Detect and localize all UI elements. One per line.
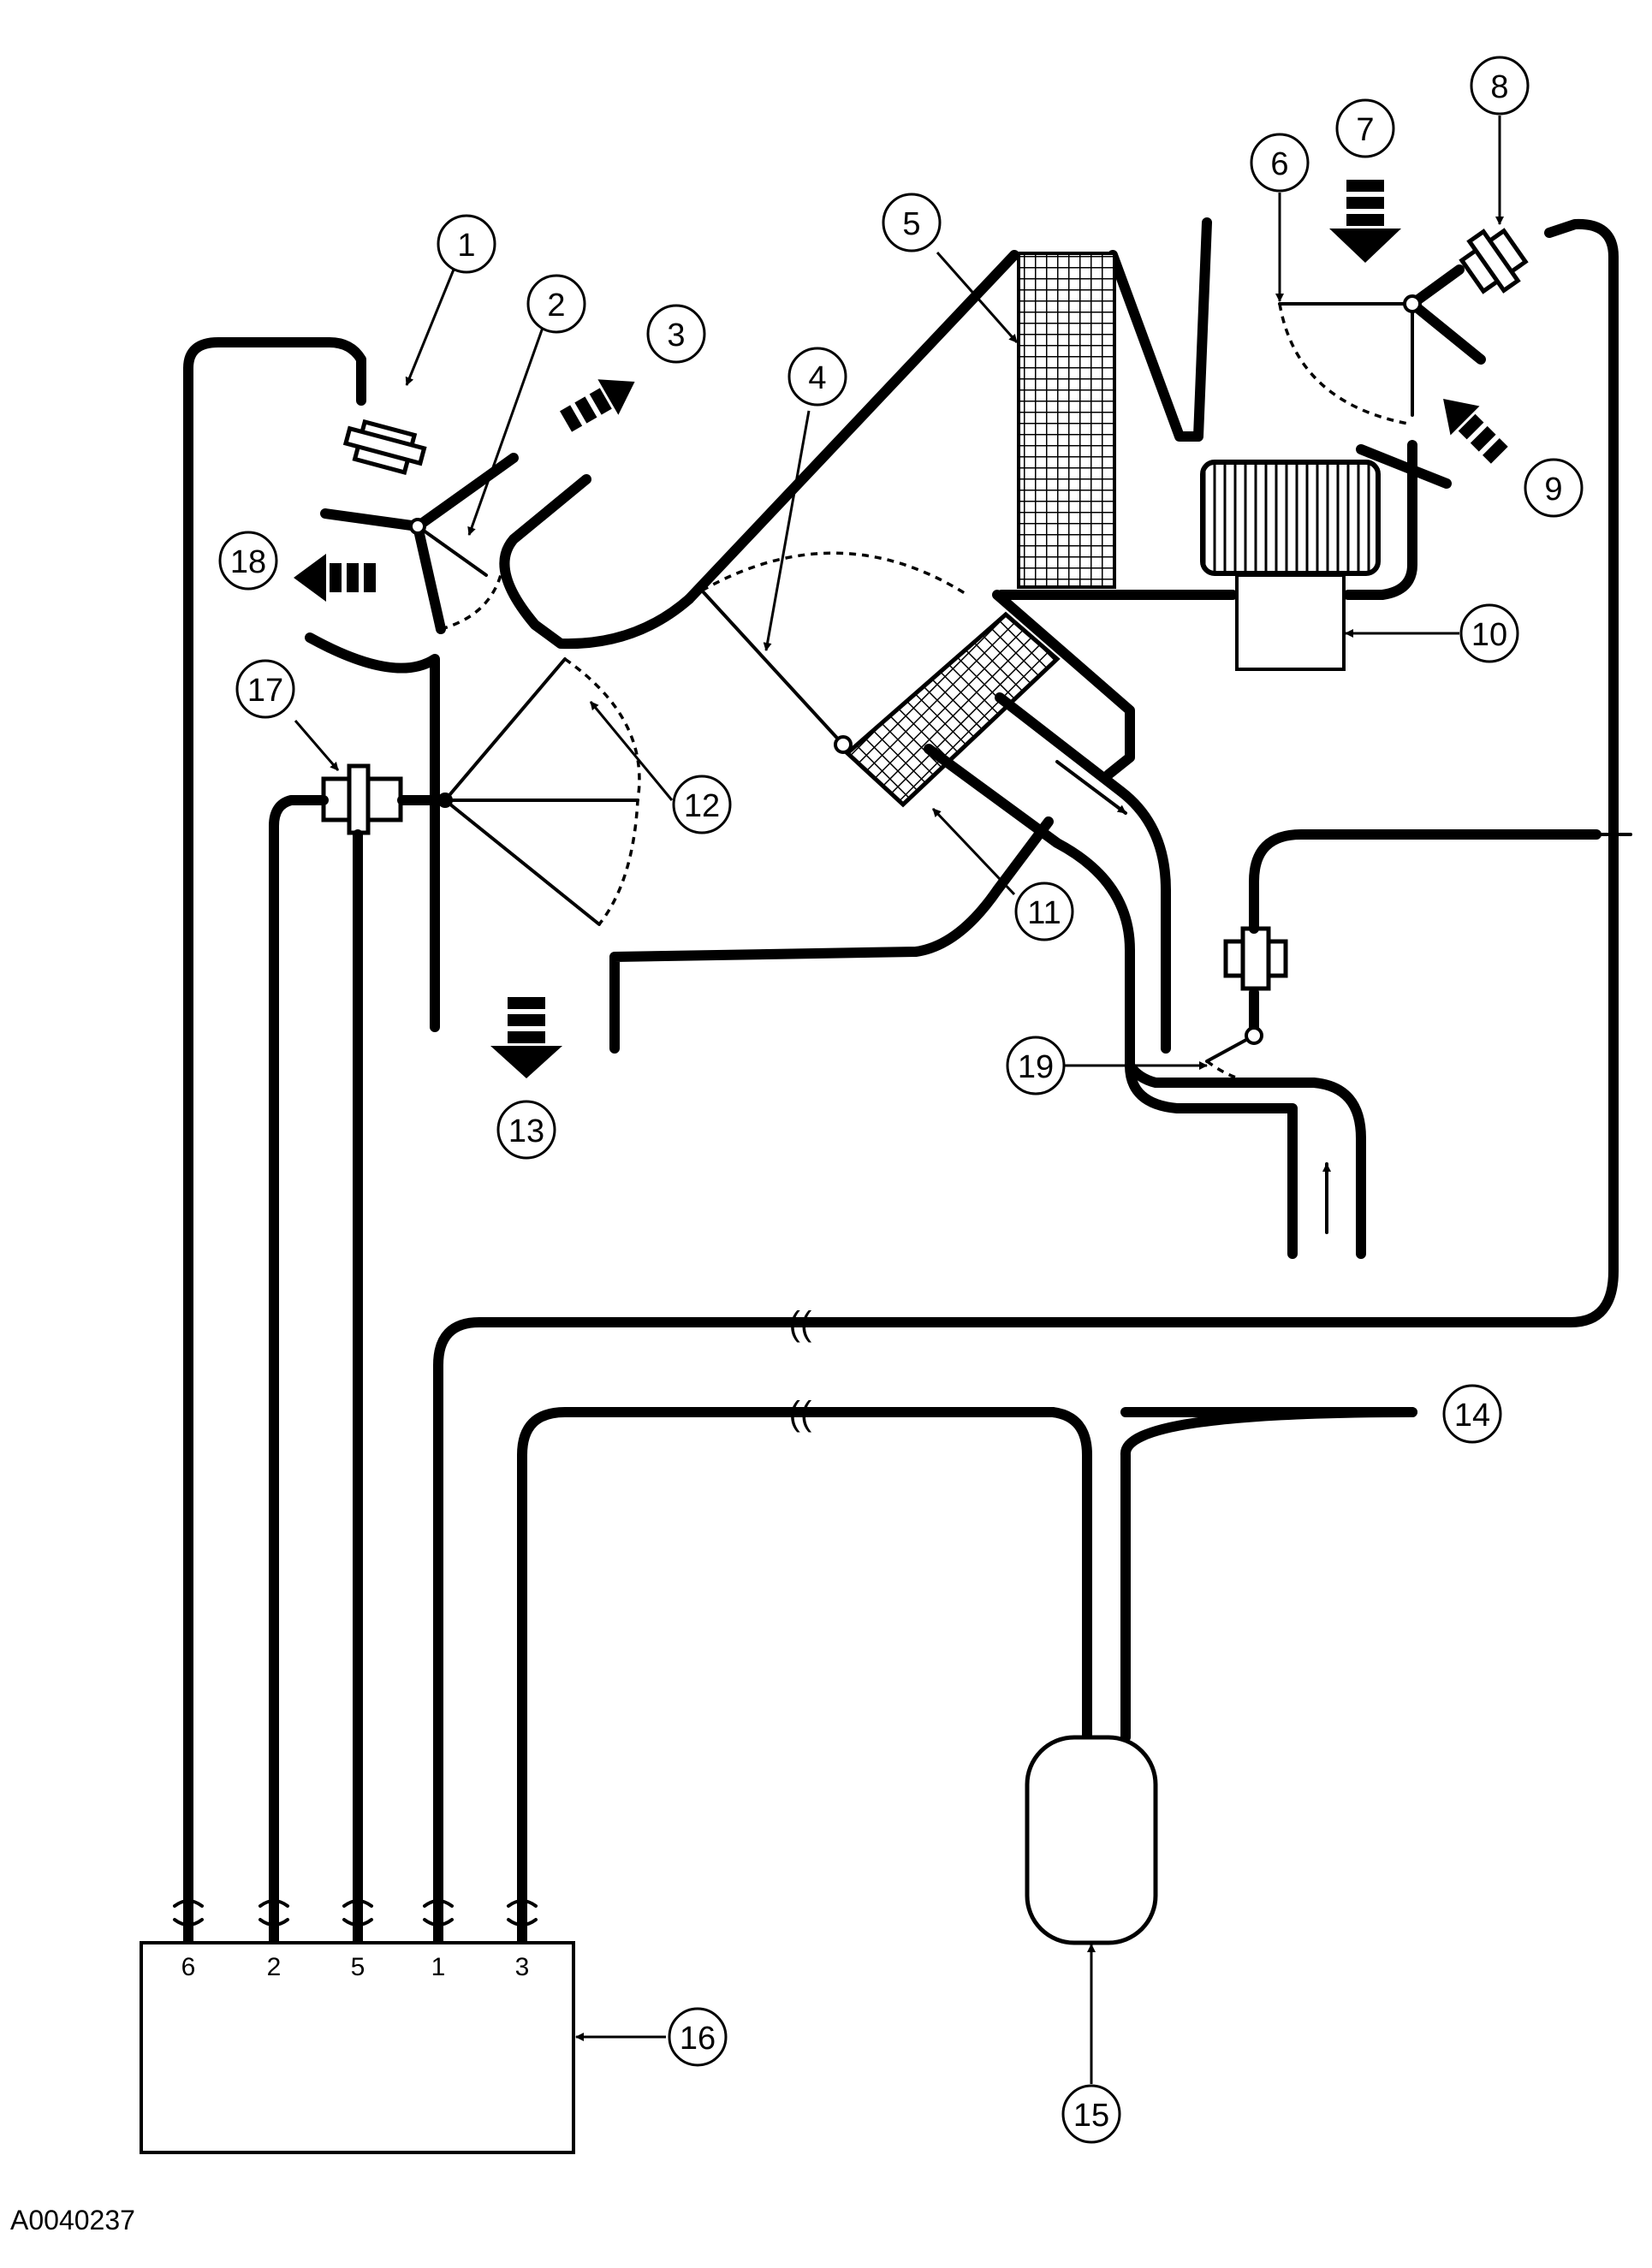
airflow-arrow-13 [490,997,562,1078]
callout-1: 1 [437,214,496,274]
svg-text:1: 1 [457,228,475,264]
callout-15: 15 [1061,2084,1121,2144]
port-label-1: 1 [431,1953,446,1981]
function-selector-switch [140,1941,575,2154]
svg-text:14: 14 [1454,1398,1490,1434]
callout-3: 3 [646,304,706,364]
svg-text:2: 2 [547,288,565,324]
svg-text:16: 16 [680,2021,716,2057]
port-label-2: 2 [267,1953,282,1981]
callout-16: 16 [668,2007,728,2067]
callout-19: 19 [1006,1036,1066,1095]
svg-text:11: 11 [1027,895,1061,931]
svg-text:15: 15 [1073,2098,1109,2134]
figure-id-label: A0040237 [10,2205,135,2235]
svg-text:5: 5 [902,206,920,242]
callout-17: 17 [235,659,295,719]
airflow-arrow-7 [1329,180,1401,263]
svg-text:17: 17 [247,673,283,709]
svg-text:((: (( [789,1305,812,1343]
callout-5: 5 [882,193,942,252]
callout-18: 18 [218,531,278,591]
callout-6: 6 [1250,133,1310,193]
hose-couplings [173,1899,538,1927]
svg-text:13: 13 [508,1113,544,1149]
heater-core [844,611,1061,808]
callout-14: 14 [1442,1384,1502,1444]
port-label-5: 5 [351,1953,365,1981]
heater-hoses [924,692,1366,1259]
hvac-case [305,217,1417,1054]
panel-defrost-door [320,453,519,634]
port-label-6: 6 [181,1953,196,1981]
callout-13: 13 [496,1100,556,1160]
svg-text:7: 7 [1356,112,1374,148]
svg-text:4: 4 [808,360,826,396]
vacuum-reservoir [1025,1735,1158,1945]
vacuum-motor-1 [342,419,427,475]
callout-10: 10 [1459,603,1519,663]
vacuum-hoses [183,218,1632,2123]
callout-11: 11 [1014,882,1074,941]
callout-7: 7 [1335,98,1395,158]
callout-8: 8 [1470,56,1530,116]
svg-text:8: 8 [1490,69,1508,105]
port-label-3: 3 [515,1953,530,1981]
blend-door [700,551,968,754]
vacuum-motor-19 [1205,926,1288,1082]
svg-text:((: (( [789,1395,812,1433]
floor-door [437,657,641,926]
airflow-arrow-9 [1443,399,1508,464]
airflow-arrow-18 [294,554,376,602]
blower-motor [1235,573,1346,671]
airflow-arrow-3 [560,379,635,432]
callout-9: 9 [1524,458,1584,518]
evaporator-core [1017,252,1116,589]
leader-lines [294,116,1504,2084]
recirc-door [1278,264,1486,489]
callout-2: 2 [526,274,586,334]
vacuum-motor-17 [321,763,450,835]
vacuum-motor-8 [1459,228,1529,294]
svg-text:18: 18 [230,544,266,580]
svg-text:12: 12 [684,788,720,824]
hose-breaks: (( (( [789,1305,812,1433]
blower-wheel [1200,460,1381,576]
svg-text:6: 6 [1270,146,1288,182]
svg-text:9: 9 [1544,472,1562,508]
callout-4: 4 [787,347,847,407]
svg-text:3: 3 [667,318,685,353]
svg-text:10: 10 [1471,617,1507,653]
svg-text:19: 19 [1018,1049,1054,1085]
callout-12: 12 [672,775,732,834]
